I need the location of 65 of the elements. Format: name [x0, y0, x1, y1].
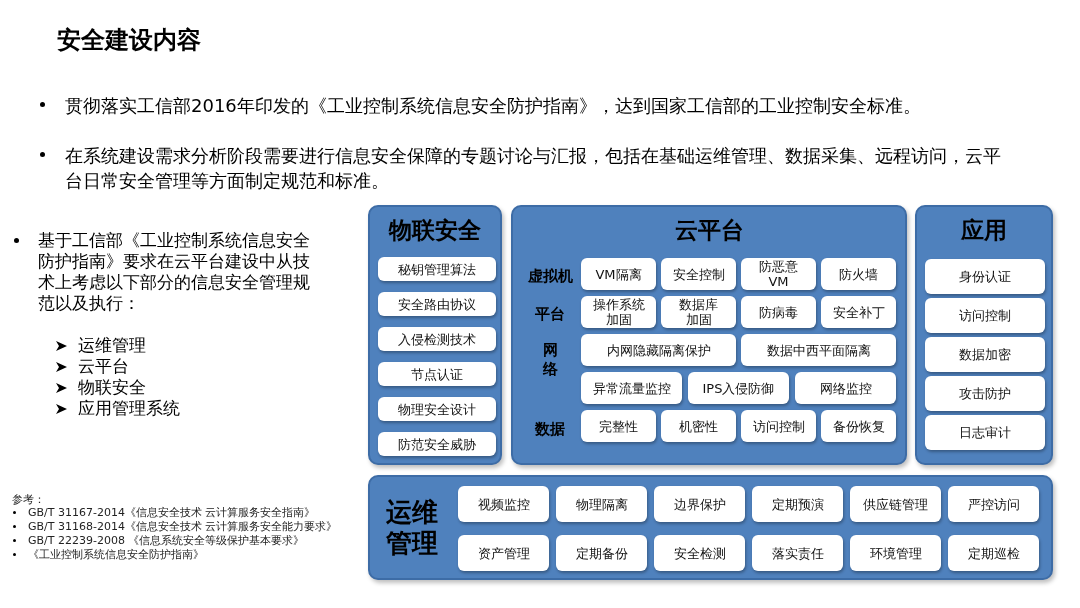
reference-heading: 参考： [12, 492, 45, 507]
item-box: 落实责任 [752, 535, 843, 571]
row-label: 网络 [541, 341, 559, 379]
item-box: 严控访问 [948, 486, 1039, 522]
item-box: 访问控制 [925, 298, 1045, 333]
section-panel [915, 205, 1053, 465]
bullet-text: 在系统建设需求分析阶段需要进行信息安全保障的专题讨论与汇报，包括在基础运维管理、数据采集、远程访问，云平台日常安全管理等方面制定规范和标准。 [65, 144, 1002, 193]
item-box: 访问控制 [741, 410, 816, 442]
item-box: 防范安全威胁 [378, 432, 496, 456]
item-box: 定期巡检 [948, 535, 1039, 571]
reference-text: GB/T 22239-2008 《信息系统安全等级保护基本要求》 [28, 534, 305, 548]
item-box: 操作系统加固 [581, 296, 656, 328]
item-box: VM隔离 [581, 258, 656, 290]
item-box: 资产管理 [458, 535, 549, 571]
item-box: 数据加密 [925, 337, 1045, 372]
item-box: 防恶意VM [741, 258, 816, 290]
list-item: 物联安全 [78, 377, 146, 398]
item-box: 身份认证 [925, 259, 1045, 294]
item-box: 定期预演 [752, 486, 843, 522]
reference-text: GB/T 31167-2014《信息安全技术 云计算服务安全指南》 [28, 506, 316, 520]
item-box: 安全补丁 [821, 296, 896, 328]
item-box: 视频监控 [458, 486, 549, 522]
item-box: IPS入侵防御 [688, 372, 789, 404]
item-box: 物理安全设计 [378, 397, 496, 421]
reference-text: GB/T 31168-2014《信息安全技术 云计算服务安全能力要求》 [28, 520, 338, 534]
item-box: 数据中西平面隔离 [741, 334, 896, 366]
item-box: 安全控制 [661, 258, 736, 290]
item-box: 物理隔离 [556, 486, 647, 522]
item-box: 机密性 [661, 410, 736, 442]
item-box: 网络监控 [795, 372, 896, 404]
item-box: 完整性 [581, 410, 656, 442]
section-panel [368, 475, 1053, 580]
row-label: 数据 [534, 420, 566, 439]
list-item: 运维管理 [78, 335, 146, 356]
item-box: 环境管理 [850, 535, 941, 571]
item-box: 供应链管理 [850, 486, 941, 522]
item-box: 异常流量监控 [581, 372, 682, 404]
slide-title: 安全建设内容 [57, 25, 201, 56]
row-label: 平台 [534, 305, 566, 324]
section-panel [511, 205, 907, 465]
item-box: 防病毒 [741, 296, 816, 328]
item-box: 安全检测 [654, 535, 745, 571]
item-box: 边界保护 [654, 486, 745, 522]
bullet-text: 贯彻落实工信部2016年印发的《工业控制系统信息安全防护指南》，达到国家工信部的工业控制安全标准。 [65, 94, 922, 118]
reference-text: 《工业控制系统信息安全防护指南》 [28, 548, 204, 562]
item-box: 数据库加固 [661, 296, 736, 328]
item-box: 入侵检测技术 [378, 327, 496, 351]
item-box: 攻击防护 [925, 376, 1045, 411]
item-box: 秘钥管理算法 [378, 257, 496, 281]
section-heading: 云平台 [674, 216, 744, 245]
item-box: 备份恢复 [821, 410, 896, 442]
item-box: 安全路由协议 [378, 292, 496, 316]
section-heading: 运维管理 [385, 497, 439, 559]
list-item: 应用管理系统 [78, 398, 180, 419]
section-heading: 应用 [961, 216, 1007, 245]
item-box: 防火墙 [821, 258, 896, 290]
bullet-text: 基于工信部《工业控制系统信息安全防护指南》要求在云平台建设中从技术上考虑以下部分的信息安全管理规范以及执行： [38, 230, 310, 314]
item-box: 节点认证 [378, 362, 496, 386]
item-box: 内网隐藏隔离保护 [581, 334, 736, 366]
row-label: 虚拟机 [526, 267, 574, 286]
item-box: 定期备份 [556, 535, 647, 571]
section-panel [368, 205, 502, 465]
list-item: 云平台 [78, 356, 129, 377]
item-box: 日志审计 [925, 415, 1045, 450]
section-heading: 物联安全 [389, 216, 481, 245]
